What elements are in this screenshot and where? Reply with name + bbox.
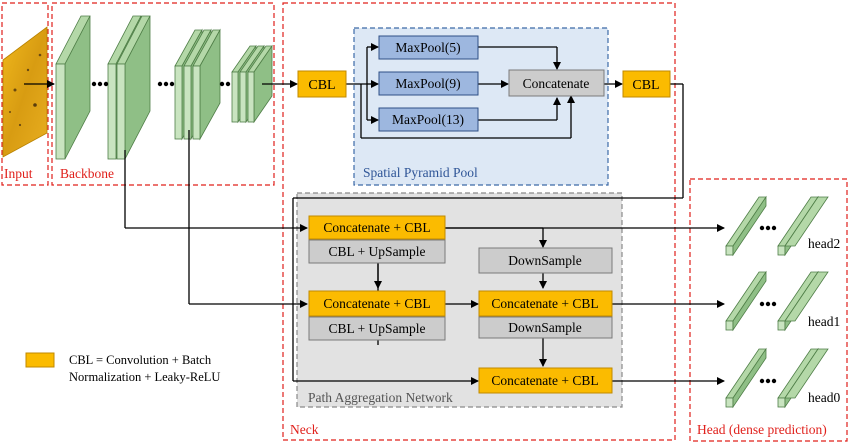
backbone-layers [55,15,273,160]
pan-label: Path Aggregation Network [308,390,453,405]
upsample-2-box [308,316,446,341]
concat-cbl-2-label: Concatenate + CBL [323,296,430,311]
upsample-1-box [308,239,446,264]
cbl-left-box [297,70,347,98]
input-label: Input [4,166,33,181]
head-ellipsis [759,225,777,384]
spp-label: Spatial Pyramid Pool [363,165,478,180]
head2-label: head2 [808,236,840,251]
downsample-2-label: DownSample [508,320,582,335]
downsample-2-box [478,316,613,339]
legend-line1: CBL = Convolution + Batch [69,353,212,367]
head1-label: head1 [808,314,840,329]
cbl-right-box [622,70,671,98]
upsample-2-label: CBL + UpSample [328,321,425,336]
maxpool9-label: MaxPool(9) [395,76,460,91]
concat-cbl-2-box [308,290,446,317]
backbone-frame [51,2,275,186]
concat-cbl-3-label: Concatenate + CBL [491,296,598,311]
concat-cbl-1-box [308,215,446,240]
neck-label: Neck [290,422,319,437]
maxpool5-label: MaxPool(5) [395,40,460,55]
concat-cbl-4-label: Concatenate + CBL [491,373,598,388]
spp-concatenate-label: Concatenate [523,76,590,91]
upsample-1-label: CBL + UpSample [328,244,425,259]
head-label: Head (dense prediction) [697,422,827,437]
head-frame [689,178,848,442]
backbone-ellipsis [91,81,231,87]
head-slabs [725,195,829,409]
maxpool13-label: MaxPool(13) [392,112,464,127]
backbone-label: Backbone [60,166,114,181]
maxpool5-box [378,35,479,60]
cbl-left-label: CBL [308,78,335,93]
concat-cbl-3-box [478,290,613,317]
spp-concatenate-box [508,69,605,97]
input-frame [1,2,49,186]
head0-label: head0 [808,390,840,405]
concat-cbl-1-label: Concatenate + CBL [323,220,430,235]
legend-swatch [25,352,55,368]
downsample-1-box [478,247,613,274]
neck-frame [282,2,676,441]
input-image [2,26,48,158]
cbl-right-label: CBL [632,78,659,93]
concat-cbl-4-box [478,367,613,394]
maxpool13-box [378,107,479,132]
downsample-1-label: DownSample [508,253,582,268]
legend-line2: Normalization + Leaky-ReLU [69,370,220,384]
maxpool9-box [378,71,479,96]
